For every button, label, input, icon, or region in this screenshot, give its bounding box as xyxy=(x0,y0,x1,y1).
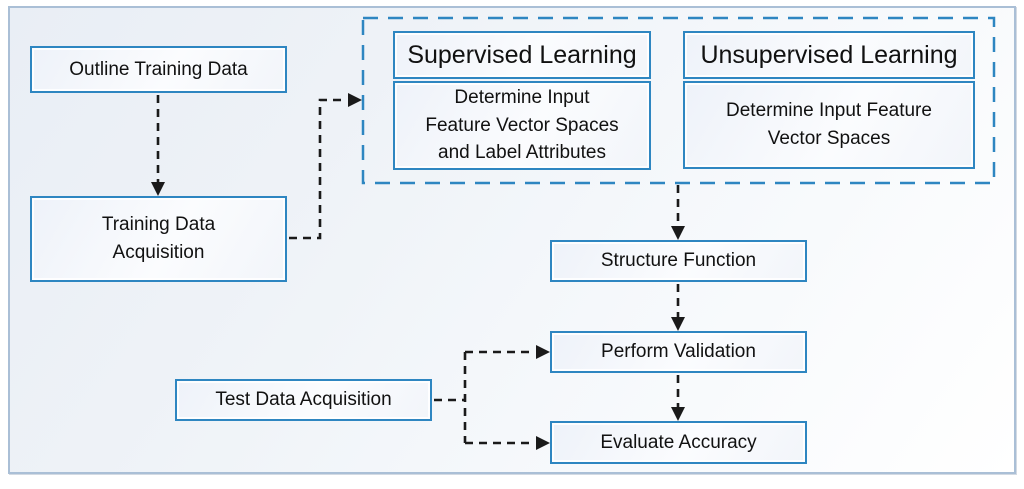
arrow-right-icon xyxy=(348,93,362,107)
node-test-data-acquisition: Test Data Acquisition xyxy=(175,379,432,421)
arrow-right-icon xyxy=(536,345,550,359)
node-supervised-learning-title: Supervised Learning xyxy=(393,31,651,79)
node-outline-training-data: Outline Training Data xyxy=(30,46,287,93)
node-structure-function: Structure Function xyxy=(550,240,807,282)
learning-group-dashed-frame xyxy=(361,16,996,185)
node-perform-validation: Perform Validation xyxy=(550,331,807,373)
arrow-right-icon xyxy=(536,436,550,450)
connector-training-to-group xyxy=(289,98,347,240)
arrow-down-icon xyxy=(671,317,685,331)
arrow-down-icon xyxy=(671,407,685,421)
node-unsupervised-learning-title: Unsupervised Learning xyxy=(683,31,975,79)
arrow-down-icon xyxy=(671,226,685,240)
node-unsupervised-learning-body: Determine Input Feature Vector Spaces xyxy=(683,81,975,169)
node-training-data-acquisition: Training Data Acquisition xyxy=(30,196,287,282)
node-supervised-learning-body: Determine Input Feature Vector Spaces an… xyxy=(393,81,651,170)
arrow-down-icon xyxy=(151,182,165,196)
node-evaluate-accuracy: Evaluate Accuracy xyxy=(550,421,807,464)
